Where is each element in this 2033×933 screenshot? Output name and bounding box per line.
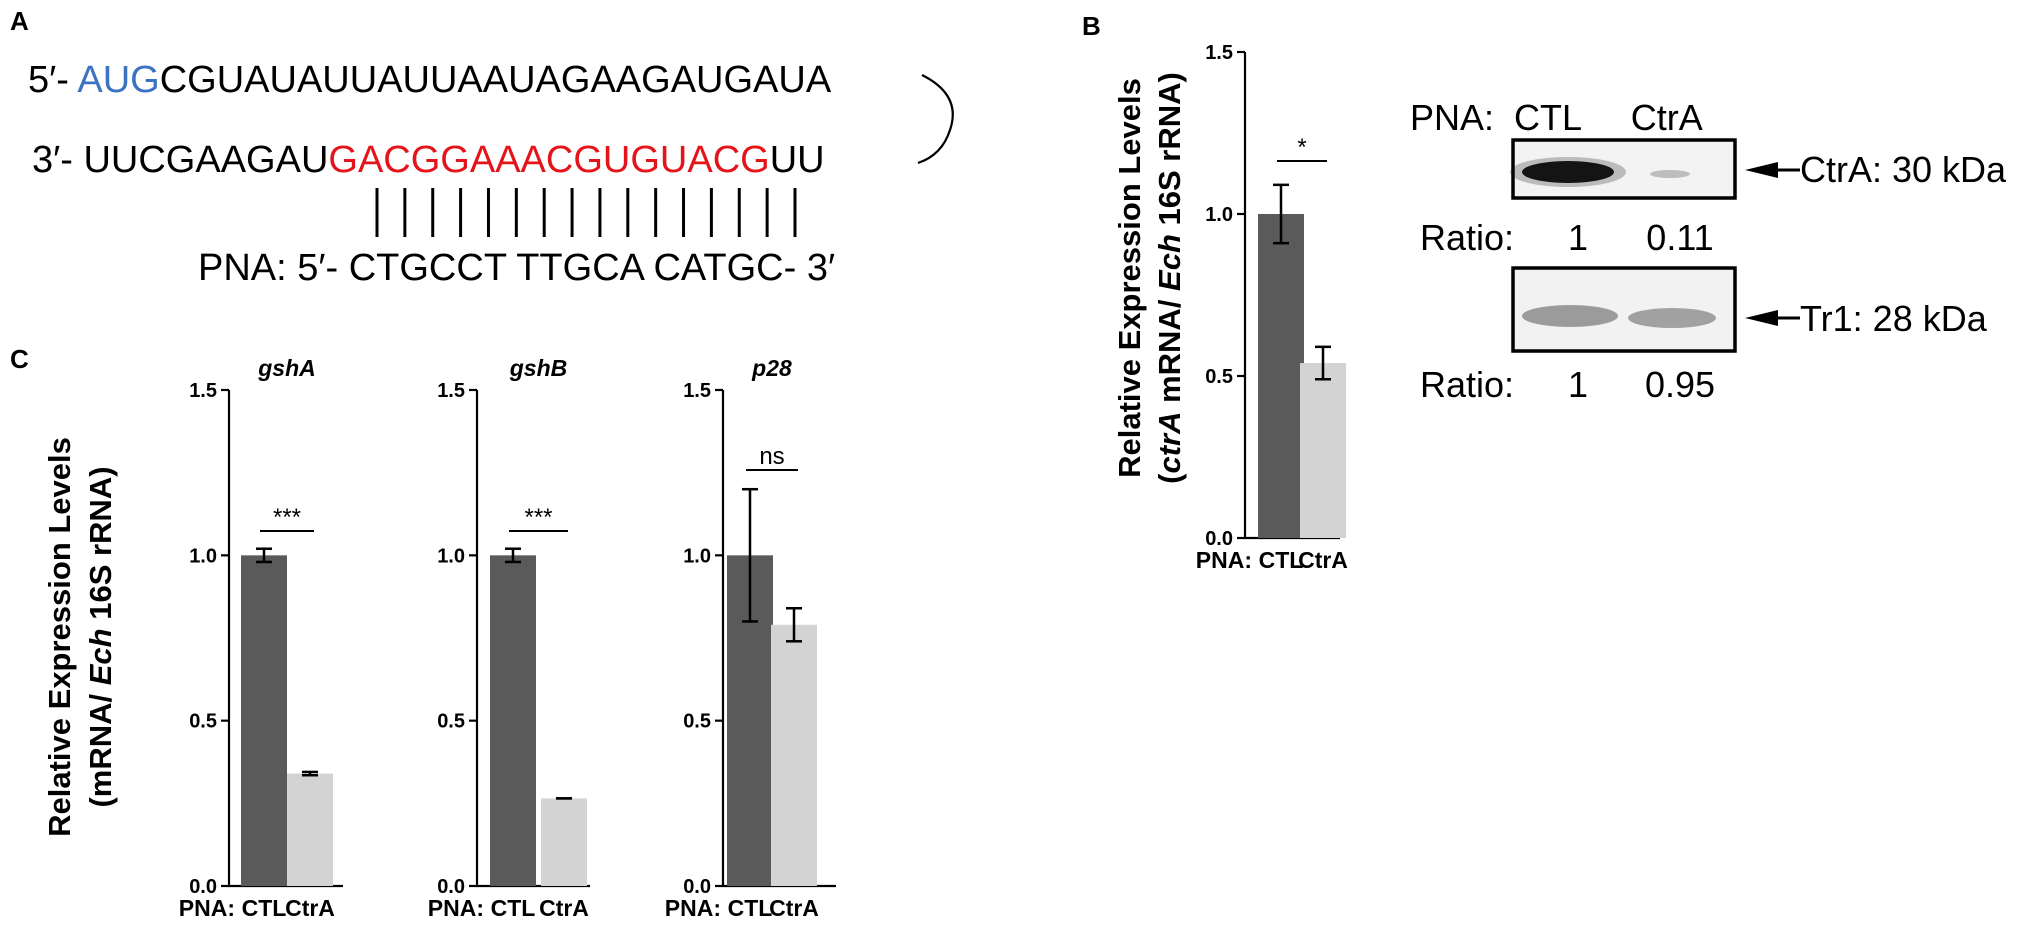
- tr1-arrow-icon: [1745, 310, 1778, 326]
- y-tick-label: 0.5: [683, 711, 711, 733]
- tr1-ratio-label: Ratio:: [1420, 364, 1514, 405]
- blot-header: PNA: CTL CtrA: [1410, 97, 1703, 138]
- mrna-line-1: 5′- AUGCGUAUAUUAUUAAUAGAAGAUGAUA: [28, 59, 832, 101]
- y-tick-label: 0.5: [1205, 366, 1233, 388]
- x-axis-prefix: PNA:: [428, 895, 484, 921]
- x-category-label: CTL: [728, 895, 773, 921]
- significance-label: ***: [524, 504, 552, 531]
- pna-sequence: PNA: 5′- CTGCCT TTGCA CATGC- 3′: [198, 247, 835, 289]
- tr1-protein-label: Tr1: 28 kDa: [1800, 298, 1988, 339]
- chart-title: gshB: [509, 355, 568, 381]
- start-codon: AUG: [77, 59, 159, 101]
- tr1-ratio-ctra: 0.95: [1645, 364, 1715, 405]
- tr1-ratio-ctl: 1: [1568, 364, 1588, 405]
- x-axis-prefix: PNA:: [665, 895, 721, 921]
- x-category-label: CTL: [1259, 547, 1304, 573]
- panel-c-ylabel-line1: Relative Expression Levels: [42, 437, 77, 837]
- y-tick-label: 0.0: [683, 876, 711, 898]
- panel-a-letter: A: [10, 6, 29, 36]
- y-tick-label: 1.0: [437, 545, 465, 567]
- y-tick-label: 0.0: [437, 876, 465, 898]
- hairpin-loop: [917, 74, 954, 165]
- x-category-label: CTL: [242, 895, 287, 921]
- mrna-line-2-suffix: UU: [770, 139, 825, 181]
- y-tick-label: 1.5: [437, 380, 465, 402]
- ctra-ratio-label: Ratio:: [1420, 217, 1514, 258]
- y-tick-label: 1.0: [683, 545, 711, 567]
- panel-b-ylabel-line1: Relative Expression Levels: [1112, 78, 1147, 478]
- x-category-label: CtrA: [769, 895, 819, 921]
- ctra-protein-label: CtrA: 30 kDa: [1800, 149, 2007, 190]
- tr1-band-ctra: [1628, 308, 1716, 328]
- y-tick-label: 1.5: [683, 380, 711, 402]
- ctra-ratio-ctl: 1: [1568, 217, 1588, 258]
- x-axis-prefix: PNA:: [1196, 547, 1252, 573]
- significance-label: *: [1297, 134, 1306, 161]
- y-tick-label: 0.5: [437, 711, 465, 733]
- bar: [771, 624, 817, 886]
- panel-b-letter: B: [1082, 11, 1101, 41]
- y-tick-label: 1.5: [1205, 42, 1233, 64]
- bar: [241, 555, 287, 886]
- bar: [1258, 214, 1304, 538]
- bar: [490, 555, 536, 886]
- chart-title: p28: [751, 355, 792, 381]
- significance-label: ***: [273, 504, 301, 531]
- bar: [541, 798, 587, 886]
- pna-target-sequence: GACGGAAACGUGUACG: [328, 139, 769, 181]
- x-category-label: CtrA: [285, 895, 335, 921]
- chart-title: gshA: [257, 355, 316, 381]
- ctra-band-ctl: [1522, 161, 1614, 183]
- ctra-ratio-ctra: 0.11: [1646, 217, 1713, 258]
- ctra-arrow-icon: [1745, 162, 1778, 178]
- x-category-label: CtrA: [1298, 547, 1348, 573]
- mrna-line-2: 3′- UUCGAAGAUGACGGAAACGUGUACGUU: [32, 139, 825, 181]
- ctra-band-ctl-halo: [1510, 157, 1626, 187]
- significance-label: ns: [759, 443, 784, 470]
- panel-b-ylabel-line2: (ctrA mRNA/ Ech 16S rRNA): [1152, 72, 1187, 484]
- x-axis-prefix: PNA:: [179, 895, 235, 921]
- y-tick-label: 1.0: [189, 545, 217, 567]
- panel-c-ylabel-line2: (mRNA/ Ech 16S rRNA): [83, 466, 118, 807]
- tr1-band-ctl: [1522, 305, 1618, 327]
- bar: [1300, 363, 1346, 538]
- x-category-label: CTL: [491, 895, 536, 921]
- y-tick-label: 0.5: [189, 711, 217, 733]
- base-pair-lines: [375, 188, 797, 237]
- y-tick-label: 1.5: [189, 380, 217, 402]
- bar: [287, 773, 333, 886]
- x-category-label: CtrA: [539, 895, 589, 921]
- mrna-5prime-label: 5′-: [28, 59, 77, 101]
- panel-c-letter: C: [10, 344, 29, 374]
- mrna-3prime-label: 3′- UUCGAAGAU: [32, 139, 328, 181]
- mrna-line-1-rest: CGUAUAUUAUUAAUAGAAGAUGAUA: [160, 59, 832, 101]
- ctra-band-ctra: [1650, 170, 1690, 178]
- y-tick-label: 1.0: [1205, 204, 1233, 226]
- y-tick-label: 0.0: [1205, 528, 1233, 550]
- y-tick-label: 0.0: [189, 876, 217, 898]
